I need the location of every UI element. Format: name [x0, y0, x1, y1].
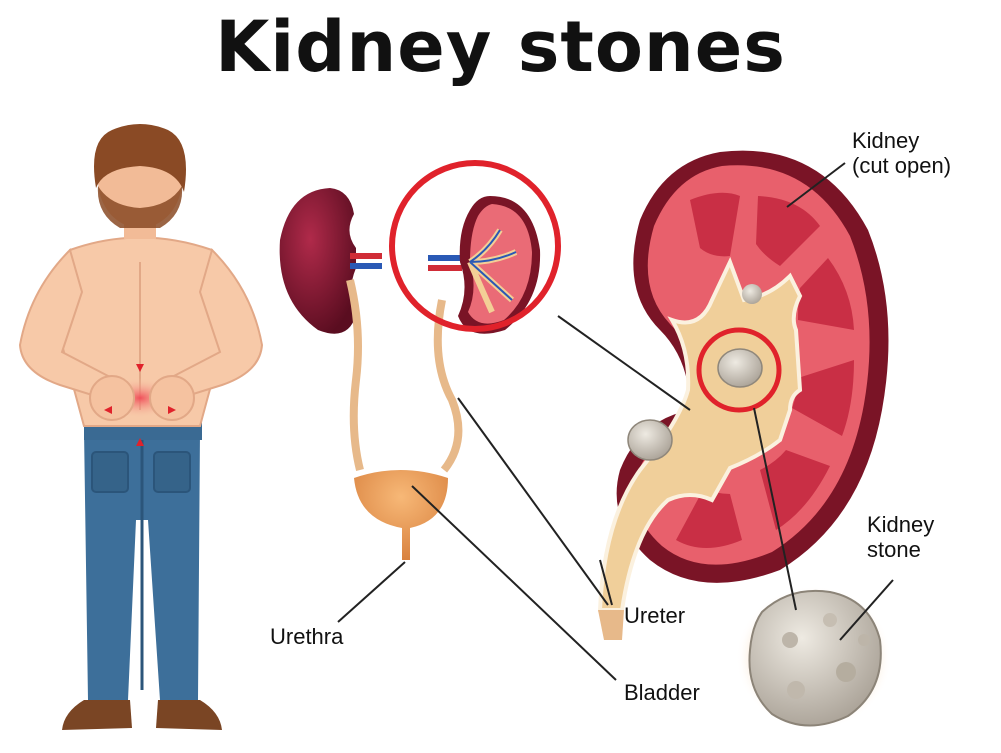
person-back-view — [18, 124, 264, 730]
highlighted-kidney — [389, 160, 561, 334]
kidney-cut-open — [597, 150, 889, 640]
label-kidney-cut-open-line2: (cut open) — [852, 153, 952, 179]
label-kidney-stone-line2: stone — [867, 537, 921, 563]
page-title: Kidney stones — [215, 6, 786, 88]
label-urethra: Urethra — [270, 624, 344, 649]
label-bladder: Bladder — [624, 680, 700, 705]
label-kidney-stone: Kidney stone — [867, 512, 934, 563]
label-kidney-stone-line1: Kidney — [867, 512, 935, 537]
leader-lines — [337, 162, 894, 681]
urinary-system — [279, 188, 463, 560]
kidney-stone-closeup — [736, 586, 892, 730]
label-kidney-cut-open: Kidney (cut open) — [852, 128, 951, 179]
label-ureter: Ureter — [624, 603, 686, 628]
label-kidney-cut-open-line1: Kidney — [852, 128, 920, 153]
